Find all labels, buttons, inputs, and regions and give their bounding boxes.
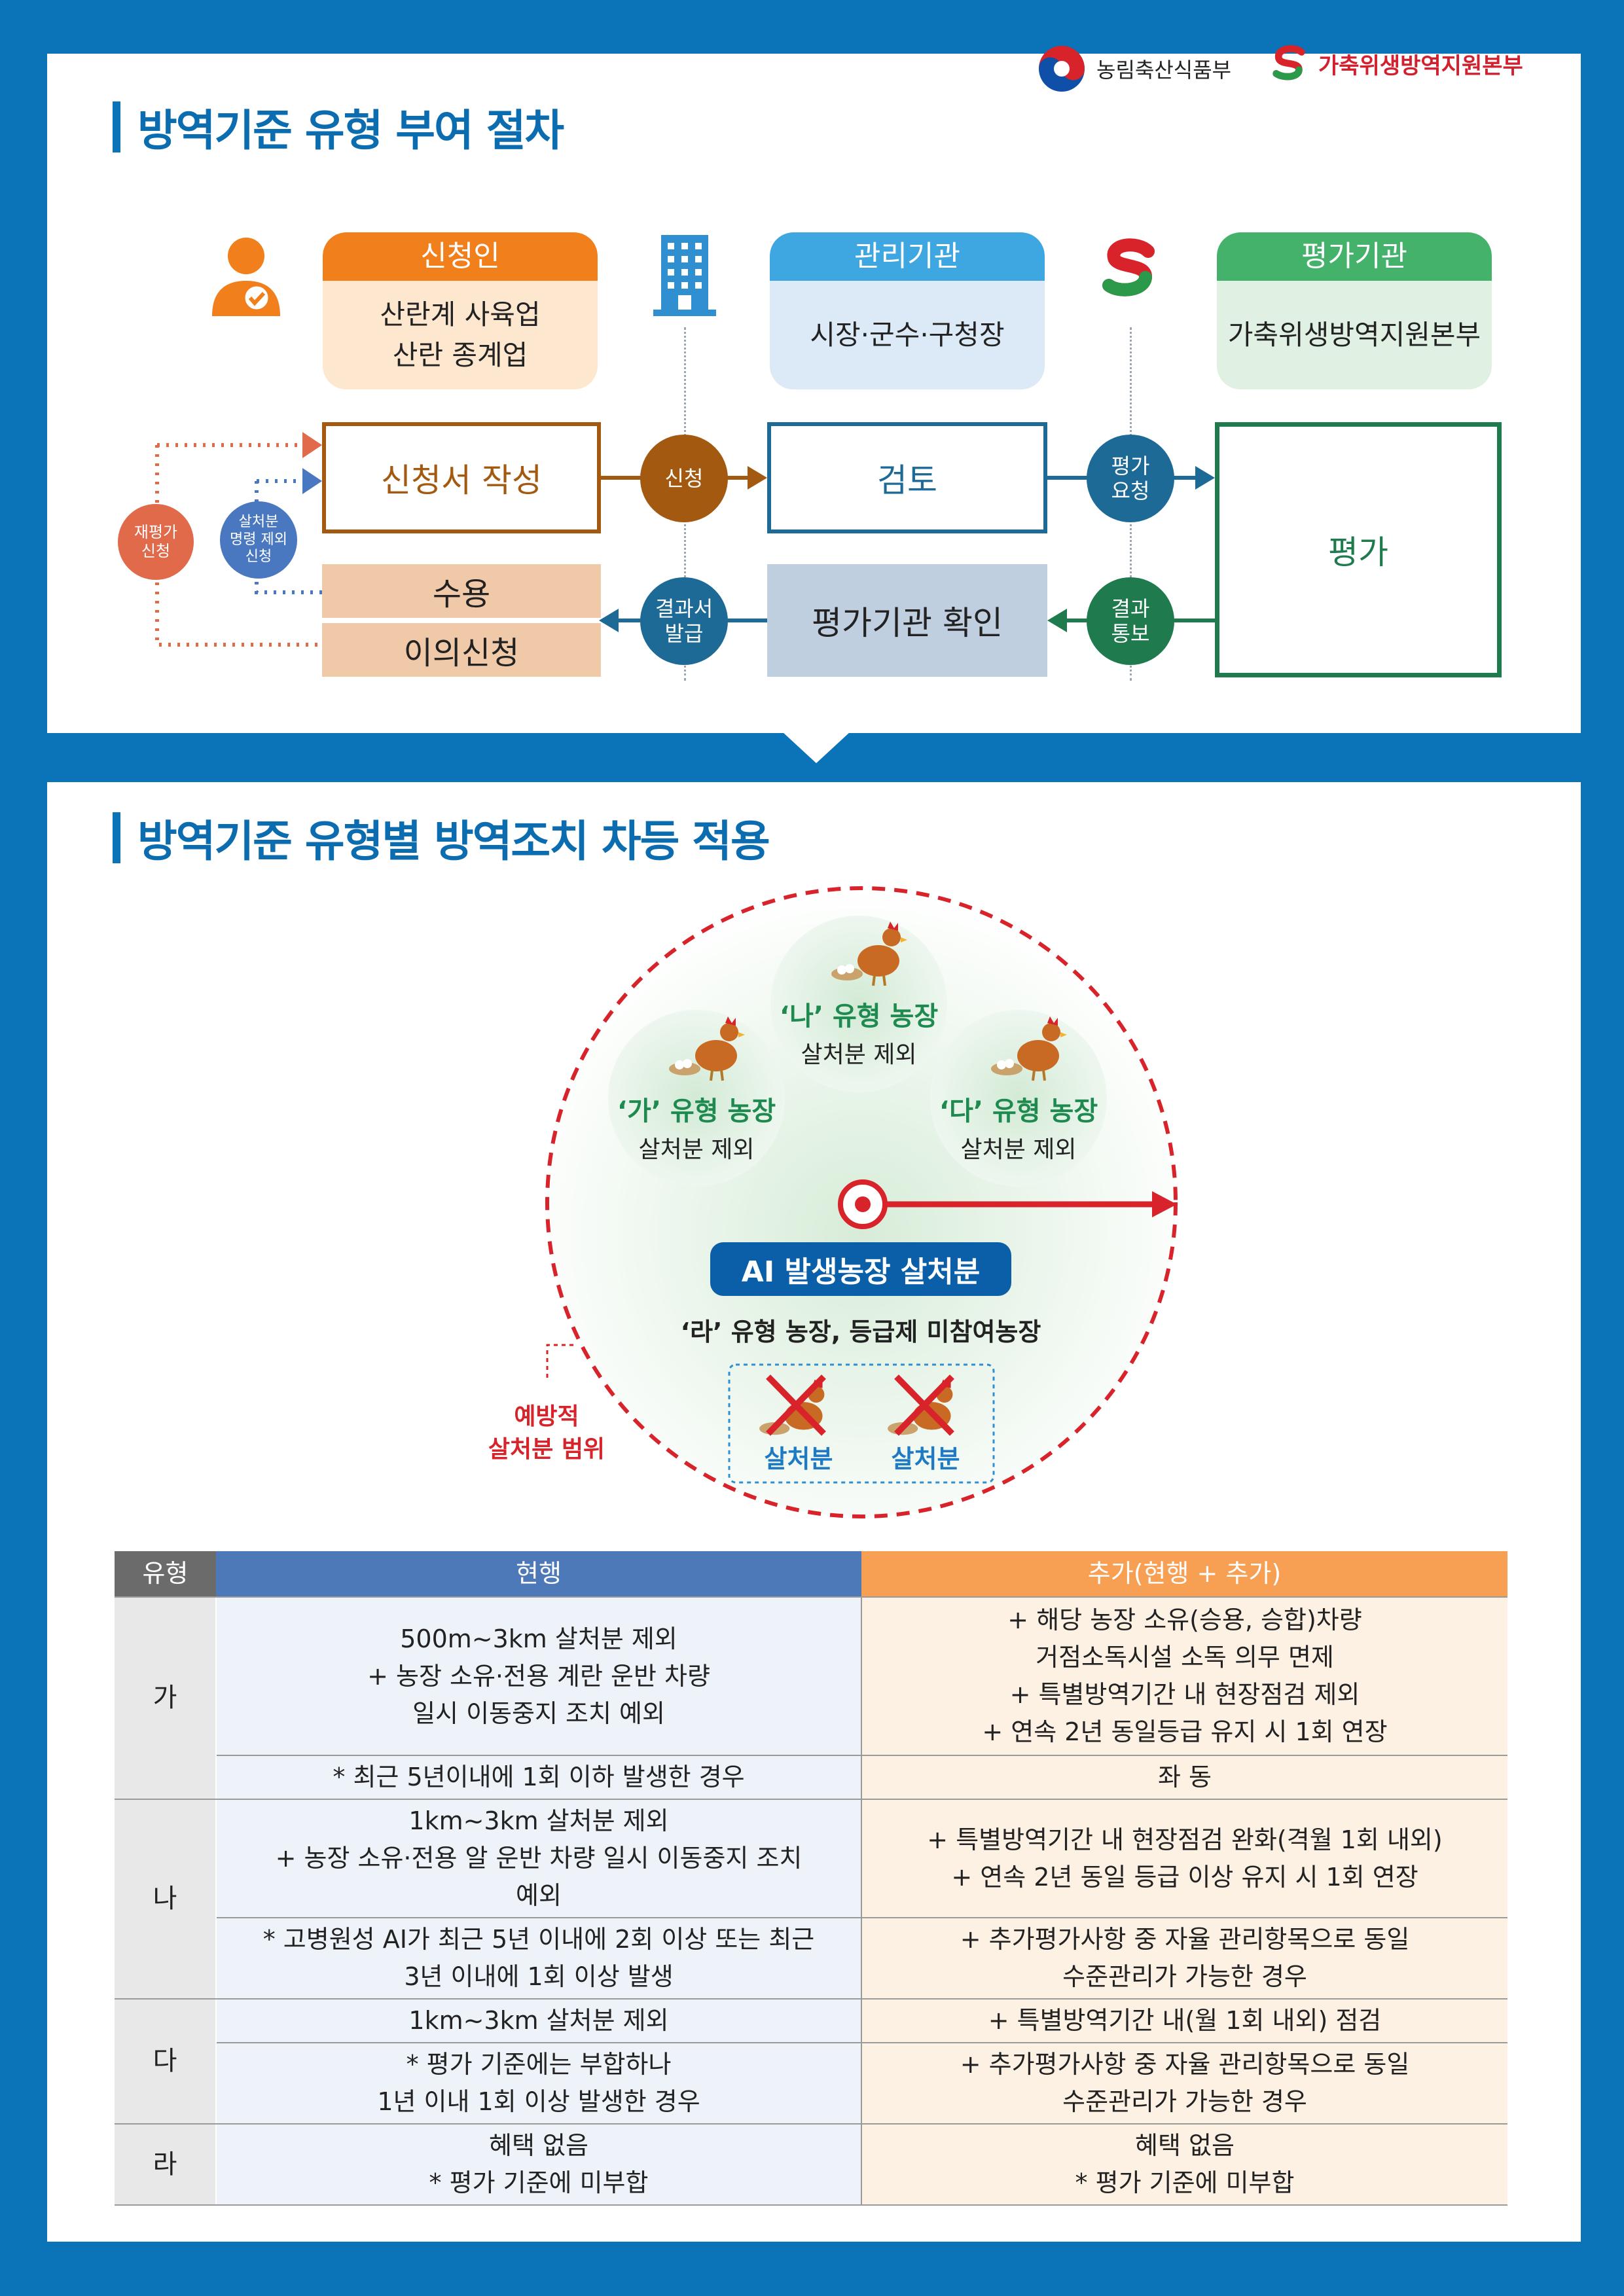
table-row: 다 1km~3km 살처분 제외 + 특별방역기간 내(월 1회 내외) 점검 bbox=[115, 1999, 1507, 2125]
current-cell: 500m~3km 살처분 제외 + 농장 소유·전용 계란 운반 차량 일시 이… bbox=[216, 1597, 862, 1756]
header-type: 유형 bbox=[115, 1551, 216, 1598]
current-cell: 1km~3km 살처분 제외 bbox=[216, 1999, 862, 2043]
current-cell: * 최근 5년이내에 1회 이하 발생한 경우 bbox=[216, 1755, 862, 1800]
applicant-card-line: 산란계 사육업 bbox=[380, 298, 541, 331]
header-current: 현행 bbox=[216, 1551, 861, 1598]
added-cell: + 해당 농장 소유(승용, 승합)차량 거점소독시설 소독 의무 면제 + 특… bbox=[861, 1597, 1507, 1756]
agency-emblem-icon bbox=[1093, 237, 1166, 305]
reevaluation-badge: 재평가 신청 bbox=[118, 504, 194, 580]
agency-s-icon bbox=[1272, 45, 1305, 81]
review-box: 검토 bbox=[767, 422, 1047, 533]
chicken-icon bbox=[669, 1016, 745, 1081]
added-cell: 혜택 없음 * 평가 기준에 미부합 bbox=[861, 2124, 1507, 2206]
evaluator-card: 평가기관 가축위생방역지원본부 bbox=[1217, 232, 1492, 389]
culled-chicken-icon bbox=[759, 1374, 826, 1436]
table-row: 가 500m~3km 살처분 제외 + 농장 소유·전용 계란 운반 차량 일시… bbox=[115, 1597, 1507, 1800]
culled-chicken-icon bbox=[888, 1374, 954, 1436]
agency-logo: 가축위생방역지원본부 bbox=[1270, 45, 1523, 82]
current-cell: * 고병원성 AI가 최근 5년 이내에 2회 이상 또는 최근 3년 이내에 … bbox=[216, 1918, 862, 2000]
table-row: 나 1km~3km 살처분 제외 + 농장 소유·전용 알 운반 차량 일시 이… bbox=[115, 1799, 1507, 2000]
current-cell: 혜택 없음 * 평가 기준에 미부합 bbox=[216, 2124, 862, 2206]
type-cell: 라 bbox=[115, 2124, 217, 2206]
ra-type-label: ‘라’ 유형 농장, 등급제 미참여농장 bbox=[680, 1318, 1041, 1346]
request-eval-badge: 평가 요청 bbox=[1087, 435, 1174, 522]
table-row: 라 혜택 없음 * 평가 기준에 미부합 혜택 없음 * 평가 기준에 미부합 bbox=[115, 2124, 1507, 2206]
table-row: * 평가 기준에는 부합하나 1년 이내 1회 이상 발생한 경우 + 추가평가… bbox=[115, 2043, 1507, 2125]
farm-da-label: ‘다’ 유형 농장 살처분 제외 bbox=[939, 1096, 1098, 1163]
added-cell: + 특별방역기간 내 현장점검 완화(격월 1회 내외) + 연속 2년 동일 … bbox=[861, 1799, 1507, 1918]
section1-title: 방역기준 유형 부여 절차 bbox=[113, 96, 564, 158]
table-row: * 고병원성 AI가 최근 5년 이내에 2회 이상 또는 최근 3년 이내에 … bbox=[115, 1918, 1507, 2000]
ai-outbreak-label: AI 발생농장 살처분 bbox=[710, 1242, 1011, 1296]
manager-card-line: 시장·군수·구청장 bbox=[810, 319, 1005, 351]
panel-notch bbox=[782, 732, 850, 763]
applicant-card-line: 산란 종계업 bbox=[392, 339, 528, 371]
manager-card: 관리기관 시장·군수·구청장 bbox=[770, 232, 1045, 389]
table-header-row: 유형 현행 추가(현행 + 추가) bbox=[115, 1551, 1507, 1598]
result-notice-badge: 결과 통보 bbox=[1087, 577, 1174, 665]
type-cell: 다 bbox=[115, 1999, 217, 2125]
objection-box: 이의신청 bbox=[322, 623, 601, 677]
applicant-card: 신청인 산란계 사육업 산란 종계업 bbox=[323, 232, 598, 389]
section2-title: 방역기준 유형별 방역조치 차등 적용 bbox=[113, 806, 770, 869]
type-cell: 나 bbox=[115, 1799, 217, 2000]
title-bar bbox=[113, 101, 120, 152]
added-cell: 좌 동 bbox=[861, 1755, 1507, 1800]
added-cell: + 추가평가사항 중 자율 관리항목으로 동일 수준관리가 가능한 경우 bbox=[861, 2043, 1507, 2125]
applicant-person-icon bbox=[212, 238, 280, 316]
applicant-card-title: 신청인 bbox=[323, 232, 598, 281]
cull-label: 살처분 bbox=[764, 1444, 833, 1473]
preventive-cull-range-label: 예방적 살처분 범위 bbox=[488, 1403, 605, 1463]
manager-card-title: 관리기관 bbox=[770, 232, 1045, 281]
farm-na-label: ‘나’ 유형 농장 살처분 제외 bbox=[779, 1001, 939, 1068]
write-application-box: 신청서 작성 bbox=[322, 422, 601, 533]
evaluator-confirm-box: 평가기관 확인 bbox=[767, 564, 1047, 677]
table-row: * 최근 5년이내에 1회 이하 발생한 경우 좌 동 bbox=[115, 1755, 1507, 1800]
evaluator-card-line: 가축위생방역지원본부 bbox=[1227, 319, 1481, 351]
title-bar bbox=[113, 812, 120, 863]
result-issue-badge: 결과서 발급 bbox=[640, 577, 728, 665]
ministry-logo: 농림축산식품부 bbox=[1038, 45, 1231, 93]
farm-ga-label: ‘가’ 유형 농장 살처분 제외 bbox=[617, 1096, 776, 1163]
added-cell: + 특별방역기간 내(월 1회 내외) 점검 bbox=[861, 1999, 1507, 2043]
type-cell: 가 bbox=[115, 1597, 217, 1800]
current-cell: * 평가 기준에는 부합하나 1년 이내 1회 이상 발생한 경우 bbox=[216, 2043, 862, 2125]
differential-measures-table: 유형 현행 추가(현행 + 추가) 가 500m~3km 살처분 제외 + 농장… bbox=[115, 1551, 1507, 2206]
chicken-icon bbox=[991, 1016, 1067, 1081]
apply-step-badge: 신청 bbox=[640, 435, 728, 522]
header-added: 추가(현행 + 추가) bbox=[861, 1551, 1507, 1598]
government-building-icon bbox=[653, 235, 716, 316]
taegeuk-icon bbox=[1039, 46, 1085, 92]
current-cell: 1km~3km 살처분 제외 + 농장 소유·전용 알 운반 차량 일시 이동중… bbox=[216, 1799, 862, 1918]
cull-exempt-badge: 살처분 명령 제외 신청 bbox=[220, 501, 297, 579]
cull-label: 살처분 bbox=[891, 1444, 960, 1473]
evaluator-card-title: 평가기관 bbox=[1217, 232, 1492, 281]
accept-box: 수용 bbox=[322, 564, 601, 618]
evaluation-box: 평가 bbox=[1215, 422, 1502, 677]
added-cell: + 추가평가사항 중 자율 관리항목으로 동일 수준관리가 가능한 경우 bbox=[861, 1918, 1507, 2000]
chicken-icon bbox=[831, 922, 907, 986]
